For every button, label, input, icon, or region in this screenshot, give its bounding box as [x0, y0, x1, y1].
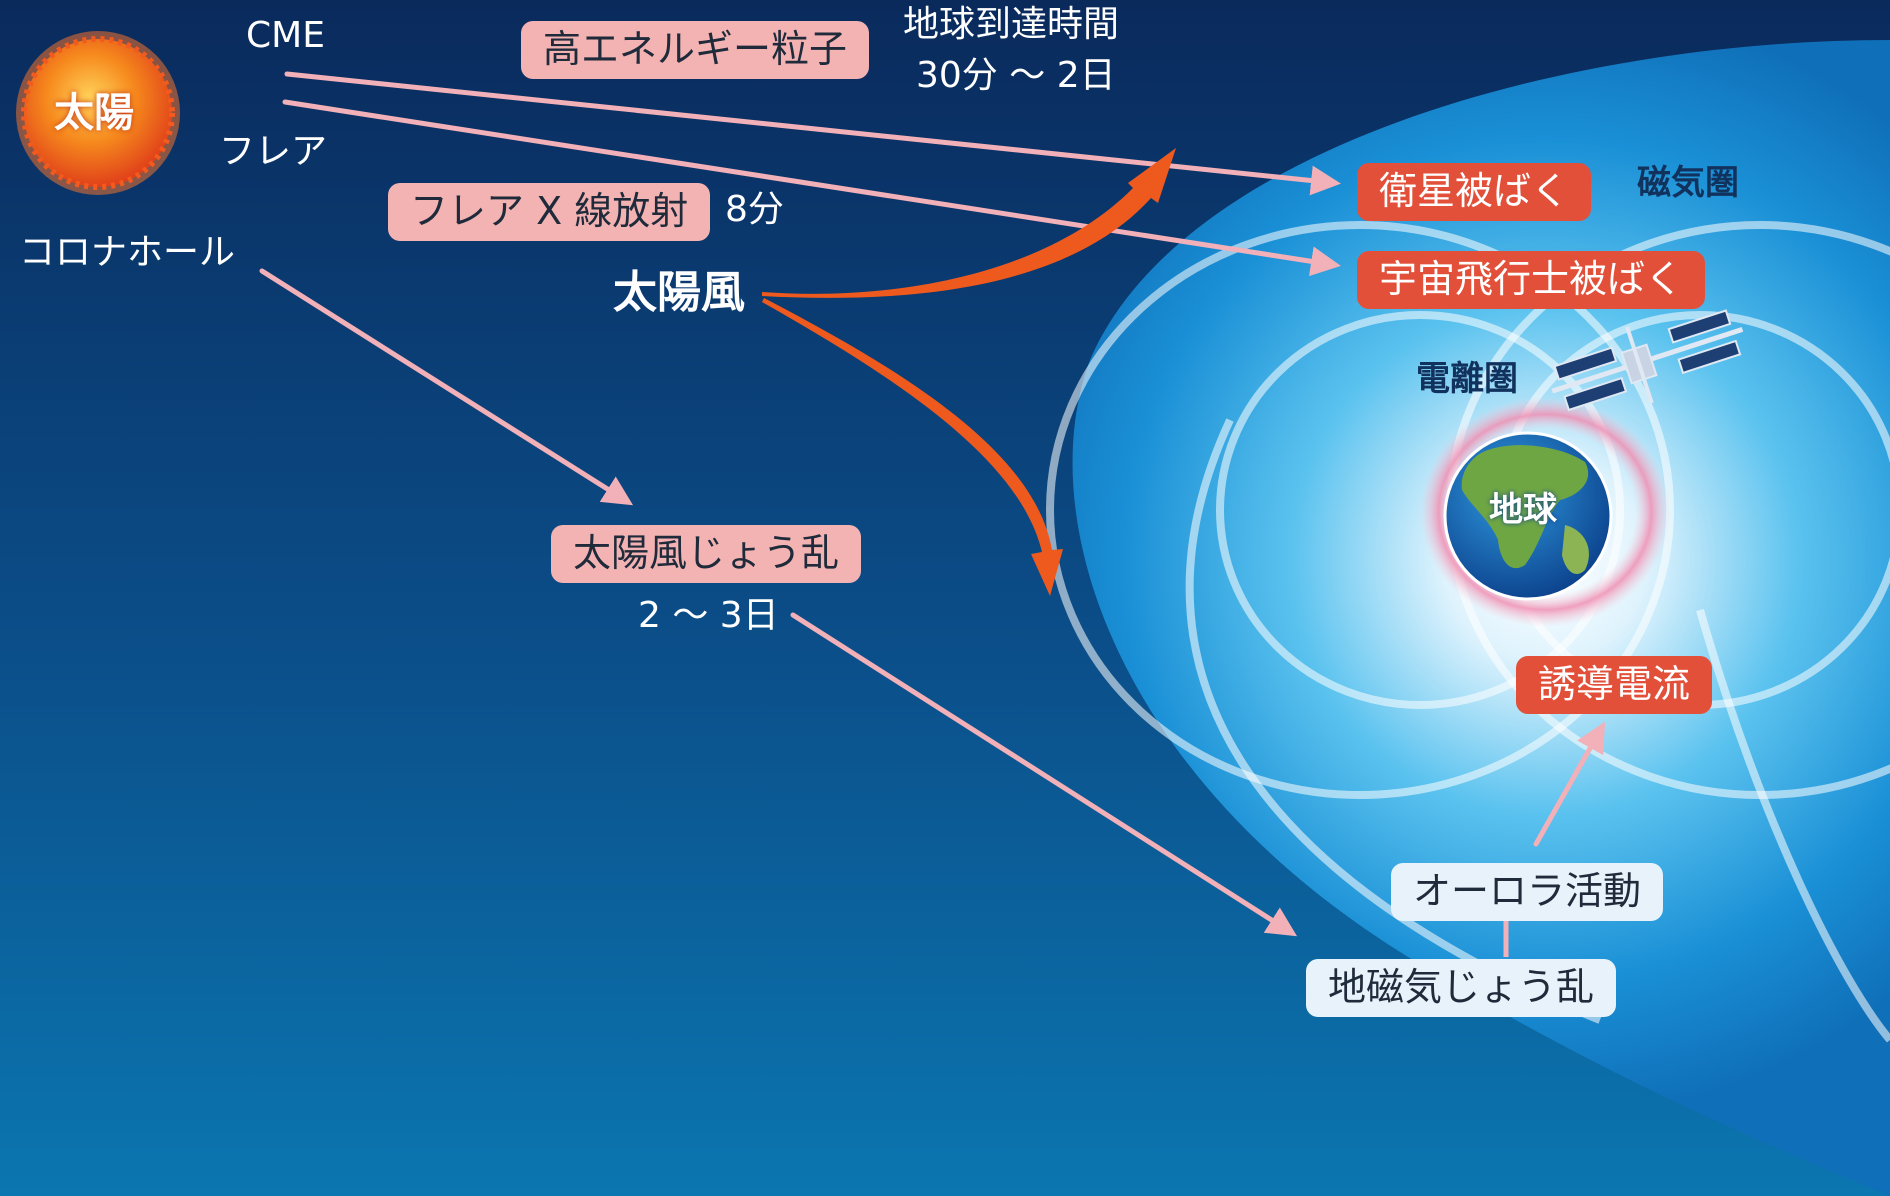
flare-arrow — [282, 99, 1341, 277]
coronal-hole-arrow — [259, 268, 634, 506]
aurora-activity-box: オーロラ活動 — [1391, 863, 1664, 921]
geomagnetic-disturbance-box: 地磁気じょう乱 — [1306, 959, 1617, 1017]
cme-label: CME — [246, 15, 325, 56]
flare-xray-time: 8分 — [725, 189, 784, 230]
arrival-time-cme: 30分 〜 2日 — [916, 55, 1116, 96]
coronal-hole-label: コロナホール — [19, 232, 236, 273]
solar-wind-label: 太陽風 — [613, 267, 745, 318]
flare-xray-box: フレア X 線放射 — [388, 183, 711, 241]
magnetosphere-label: 磁気圏 — [1637, 163, 1739, 203]
aurora-to-current-arrow — [1533, 721, 1605, 847]
solar-wind-disturbance-time: 2 〜 3日 — [638, 595, 779, 636]
flare-label: フレア — [219, 131, 328, 172]
astronaut-exposure-box: 宇宙飛行士被ばく — [1357, 251, 1706, 309]
ionosphere-label: 電離圏 — [1416, 359, 1518, 399]
disturbance-arrow — [790, 612, 1298, 937]
earth-icon — [1443, 431, 1613, 601]
earth-label: 地球 — [1489, 490, 1557, 530]
sun-label: 太陽 — [54, 90, 134, 136]
space-station-icon — [1551, 309, 1744, 412]
solar-wind-arrow-upper — [762, 148, 1176, 298]
induced-current-box: 誘導電流 — [1516, 656, 1713, 714]
solar-wind-disturbance-box: 太陽風じょう乱 — [551, 525, 862, 583]
arrival-time-title: 地球到達時間 — [903, 4, 1120, 45]
high-energy-particles-box: 高エネルギー粒子 — [521, 21, 870, 79]
sun-icon — [16, 31, 180, 195]
satellite-exposure-box: 衛星被ばく — [1357, 163, 1592, 221]
